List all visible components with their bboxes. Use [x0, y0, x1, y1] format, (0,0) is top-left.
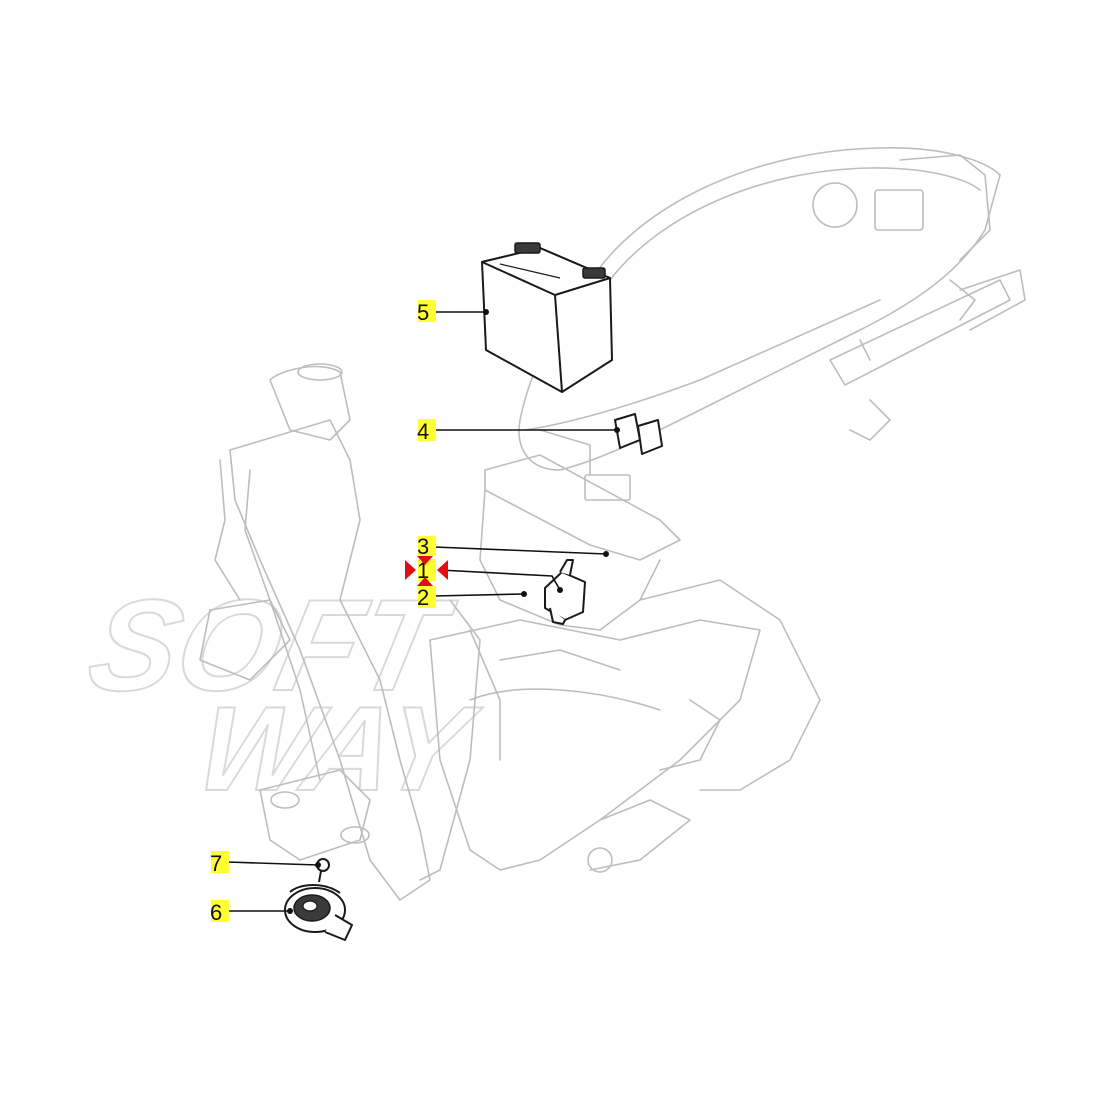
callout-5-label: 5: [417, 300, 429, 325]
watermark: SOFT WAY: [76, 571, 490, 816]
callout-7[interactable]: 7: [210, 851, 229, 876]
callout-2-label: 2: [417, 585, 429, 610]
battery-part: [481, 242, 613, 393]
relays-part: [614, 413, 663, 455]
leader-2: [433, 593, 525, 597]
callout-6[interactable]: 6: [210, 900, 229, 925]
horn-part: [284, 884, 353, 941]
callout-4-label: 4: [417, 419, 429, 444]
callout-3-label: 3: [417, 534, 429, 559]
callout-6-label: 6: [210, 900, 222, 925]
callout-4[interactable]: 4: [417, 419, 436, 444]
watermark-line1: SOFT: [77, 572, 464, 717]
callout-5[interactable]: 5: [417, 300, 436, 325]
callout-1-label: 1: [417, 558, 429, 583]
callout-7-label: 7: [210, 851, 222, 876]
leader-3: [433, 546, 607, 555]
callout-1[interactable]: 1: [405, 556, 448, 586]
watermark-line2: WAY: [187, 681, 490, 815]
callout-2[interactable]: 2: [417, 585, 436, 610]
selection-marker: [405, 556, 448, 586]
leader-7: [227, 861, 319, 866]
callout-3[interactable]: 3: [417, 534, 436, 559]
fuse-box-part: [544, 559, 586, 625]
leader-lines: [227, 309, 620, 914]
leader-1: [439, 569, 561, 591]
scooter-frame: [199, 147, 1026, 901]
